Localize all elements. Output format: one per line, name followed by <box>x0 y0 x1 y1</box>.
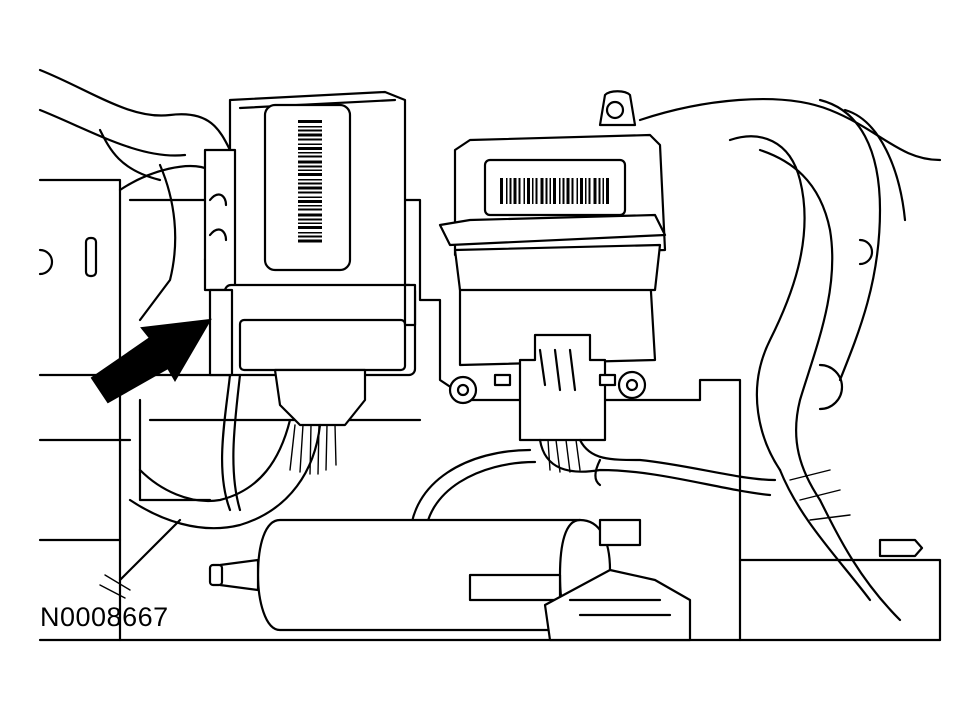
barcode-bar <box>298 179 322 181</box>
barcode-bar <box>585 178 587 204</box>
barcode-bar <box>535 178 538 204</box>
barcode-bar <box>580 178 583 204</box>
barcode-bar <box>566 178 570 204</box>
barcode-bar <box>298 205 322 207</box>
barcode-bar <box>298 218 322 221</box>
barcode-bar <box>593 178 597 204</box>
barcode-bar <box>298 143 322 145</box>
barcode-bar <box>553 178 556 204</box>
barcode-bar <box>606 178 609 204</box>
barcode-bar <box>298 155 322 158</box>
barcode-bar <box>298 147 322 150</box>
barcode-left <box>298 120 322 243</box>
barcode-bar <box>602 178 604 204</box>
barcode-bar <box>298 222 322 224</box>
barcode-bar <box>298 120 322 123</box>
barcode-bar <box>523 178 525 204</box>
barcode-bar <box>559 178 561 204</box>
barcode-bar <box>298 160 322 164</box>
barcode-bar <box>298 133 322 137</box>
wiring-loom-left <box>38 68 232 322</box>
barcode-bar <box>532 178 534 204</box>
barcode-bar <box>298 182 322 185</box>
barcode-bar <box>298 200 322 203</box>
barcode-bar <box>549 178 551 204</box>
arrow-pointer-icon <box>90 318 212 404</box>
barcode-right <box>500 178 609 204</box>
barcode-bar <box>298 126 322 128</box>
barcode-bar <box>506 178 508 204</box>
barcode-bar <box>562 178 565 204</box>
barcode-bar <box>545 178 548 204</box>
barcode-bar <box>298 186 322 190</box>
barcode-bar <box>298 129 322 132</box>
barcode-bar <box>518 178 521 204</box>
barcode-bar <box>588 178 591 204</box>
figure-id-label: N0008667 <box>40 602 169 632</box>
barcode-bar <box>298 226 322 229</box>
barcode-bar <box>527 178 530 204</box>
control-module-right <box>438 90 667 442</box>
barcode-bar <box>513 178 517 204</box>
barcode-bar <box>298 196 322 198</box>
control-module-left <box>203 90 417 427</box>
barcode-bar <box>298 138 322 141</box>
barcode-bar <box>298 213 322 217</box>
barcode-bar <box>298 165 322 168</box>
barcode-bar <box>500 178 503 204</box>
barcode-bar <box>571 178 574 204</box>
barcode-bar <box>540 178 544 204</box>
barcode-bar <box>298 173 322 176</box>
barcode-bar <box>298 208 322 211</box>
barcode-bar <box>298 169 322 171</box>
wiring-loom-right <box>638 98 942 622</box>
barcode-bar <box>298 232 322 234</box>
barcode-bar <box>576 178 578 204</box>
barcode-bar <box>298 191 322 194</box>
barcode-bar <box>509 178 512 204</box>
barcode-bar <box>298 235 322 238</box>
barcode-bar <box>298 152 322 154</box>
actuator-motor <box>208 518 692 642</box>
harness-left-module <box>99 373 337 599</box>
barcode-bar <box>598 178 601 204</box>
barcode-bar <box>298 239 322 243</box>
